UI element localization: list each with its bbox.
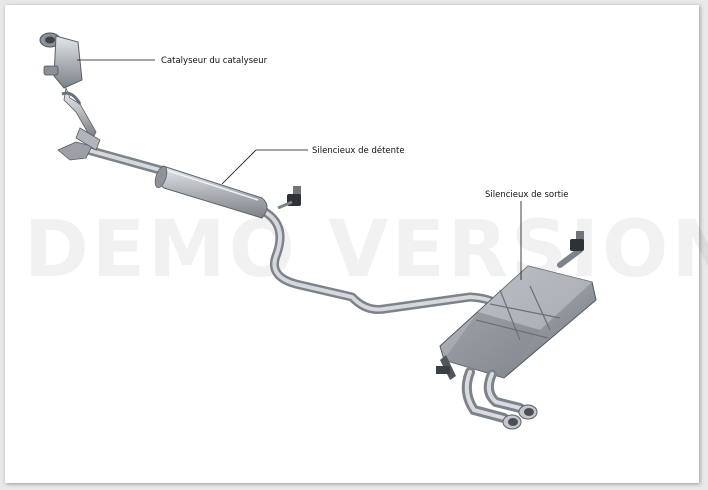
- leader-line-expansion-muffler: [221, 149, 308, 185]
- label-catalyst: Catalyseur du catalyseur: [161, 56, 268, 66]
- catalyst-assembly: [39, 32, 101, 161]
- expansion-muffler: [154, 165, 268, 219]
- middle-hanger: [277, 186, 301, 210]
- rear-hanger: [570, 231, 584, 251]
- rear-muffler: [436, 265, 597, 380]
- exhaust-pipe: [83, 145, 583, 314]
- label-rear-muffler: Silencieux de sortie: [485, 190, 569, 200]
- leader-lines: [77, 59, 522, 280]
- tailpipes: [461, 367, 538, 430]
- label-expansion-muffler: Silencieux de détente: [312, 146, 405, 156]
